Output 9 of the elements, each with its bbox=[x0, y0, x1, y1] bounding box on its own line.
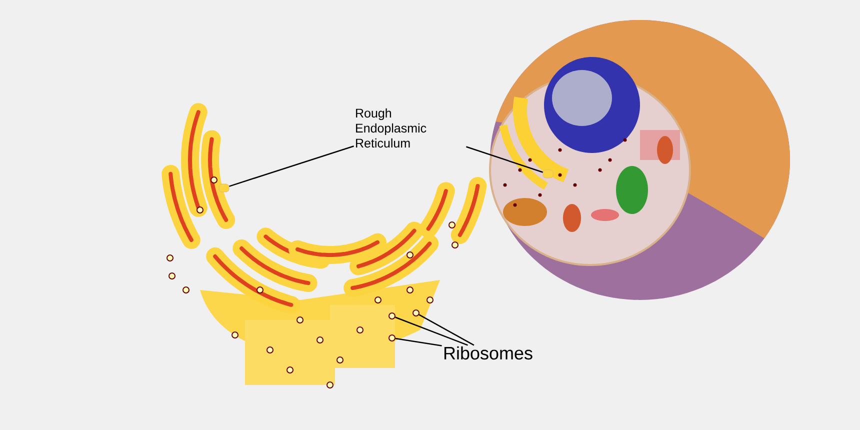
cisterna-part bbox=[218, 184, 230, 192]
cisterna-part bbox=[542, 170, 554, 178]
callout-label: Ribosomes bbox=[444, 346, 532, 360]
leader-line bbox=[395, 316, 468, 346]
leader-line bbox=[418, 314, 474, 346]
callout-label: Rough Endoplasmic Reticulum bbox=[356, 108, 426, 148]
leader-line bbox=[395, 338, 442, 346]
leader-line bbox=[466, 146, 543, 173]
leader-line bbox=[229, 145, 354, 187]
